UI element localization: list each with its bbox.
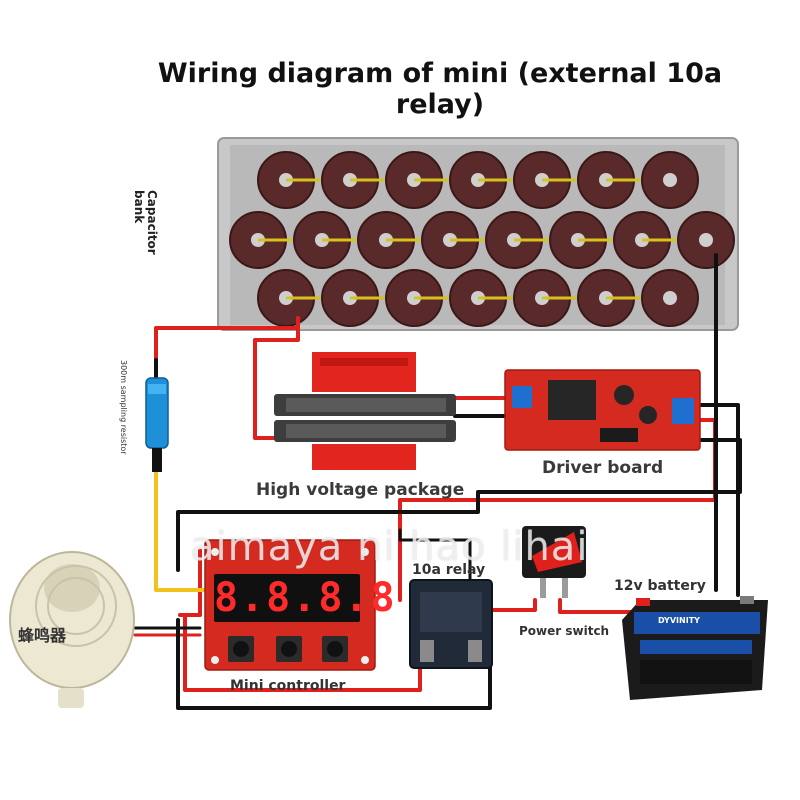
label-driver-board: Driver board — [542, 458, 664, 478]
sampling-resistor — [145, 377, 169, 472]
buzzer — [9, 551, 135, 708]
wire-black-bottom — [176, 618, 492, 710]
capacitor-terminal — [663, 291, 677, 305]
battery-12v — [622, 596, 768, 700]
driver-board — [504, 369, 701, 451]
wires — [133, 253, 742, 710]
controller-led-display: 8.8.8.8 — [214, 574, 397, 622]
controller-buttons — [228, 636, 348, 662]
label-power-switch: Power switch — [519, 624, 610, 638]
label-high-voltage-package: High voltage package — [256, 480, 465, 500]
wire-black-relay-to-controller — [398, 528, 472, 582]
power-switch — [522, 526, 586, 598]
wire-red-relay-to-switch — [488, 598, 537, 612]
battery-brand-label: DYVINITY — [658, 616, 700, 625]
wire-yellow-resistor-to-controller — [154, 468, 212, 592]
label-sampling-resistor: 300m sampling resistor — [119, 360, 128, 455]
capacitor-terminal — [663, 173, 677, 187]
wire-black-driver-right — [698, 403, 740, 597]
label-capacitor-bank: Capacitor bank — [132, 190, 159, 255]
relay-10a — [409, 579, 493, 669]
diagram-title: Wiring diagram of mini (external 10a rel… — [157, 58, 723, 120]
watermark: aimaya ni hao lihai — [190, 524, 589, 570]
wire-red-switch-to-battery — [558, 598, 632, 614]
wire-black-driver-to-controller — [176, 438, 742, 572]
wire-red-bottom-loop — [183, 613, 422, 692]
capacitor-terminal — [699, 233, 713, 247]
label-relay: 10a relay — [412, 562, 486, 578]
label-mini-controller: Mini controller — [230, 678, 346, 694]
capacitor-bank — [217, 137, 739, 331]
label-battery: 12v battery — [614, 578, 706, 594]
wire-red-capacitor-to-hv — [253, 316, 300, 440]
high-voltage-package — [274, 352, 456, 470]
buzzer-label: 蜂鸣器 — [18, 626, 67, 645]
